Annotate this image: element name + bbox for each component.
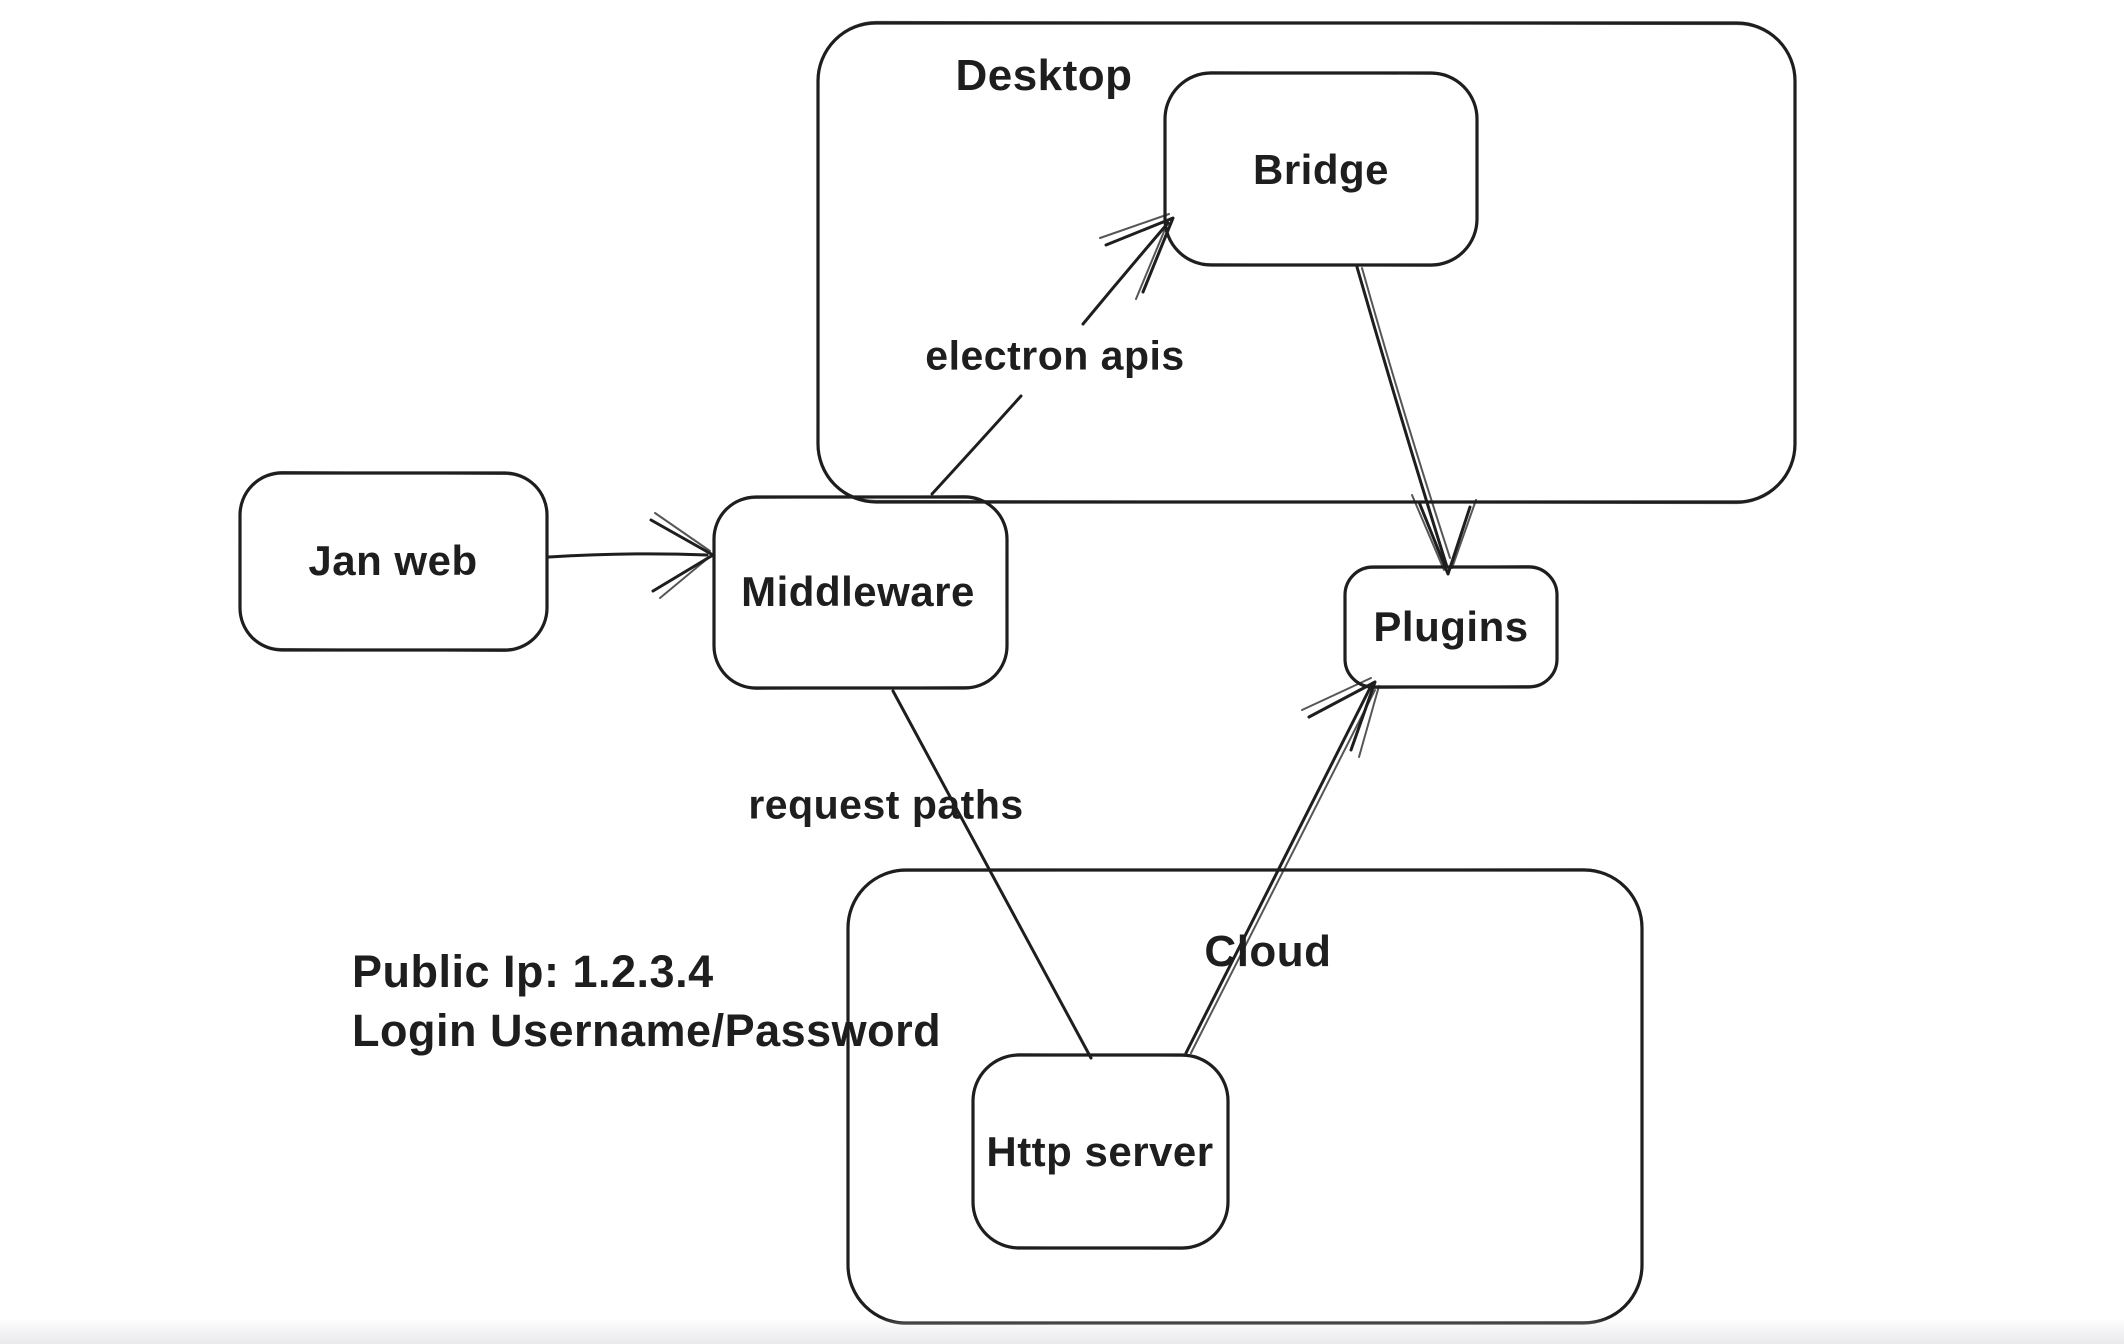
- node-http-server-sketch-stroke: [971, 1053, 1230, 1250]
- node-label-bridge: Bridge: [1252, 146, 1390, 193]
- edge-jan-web-to-middleware-arrowhead: [649, 518, 715, 593]
- node-label-http-server: Http server: [986, 1128, 1214, 1175]
- edge-bridge-to-plugins-line-sketch: [1361, 267, 1451, 559]
- node-jan-web[interactable]: [238, 471, 549, 652]
- node-label-middleware: Middleware: [741, 568, 975, 615]
- edge-middleware-to-bridge-line-lower[interactable]: [930, 394, 1023, 496]
- edge-jan-web-to-middleware-line[interactable]: [547, 552, 709, 559]
- edge-jan-web-to-middleware[interactable]: [547, 512, 715, 599]
- edge-middleware-to-http-server[interactable]: [891, 689, 1093, 1060]
- edge-middleware-to-bridge[interactable]: [930, 213, 1175, 496]
- container-desktop[interactable]: [816, 20, 1797, 505]
- edge-label-electron-apis: electron apis: [925, 332, 1185, 379]
- edge-bridge-to-plugins-line[interactable]: [1355, 265, 1449, 569]
- edge-middleware-to-http-server-line[interactable]: [891, 689, 1093, 1060]
- annotation-line-public-ip: Public Ip: 1.2.3.4: [352, 946, 714, 997]
- container-label-desktop: Desktop: [955, 51, 1133, 100]
- edge-label-request-paths: request paths: [748, 781, 1024, 828]
- node-middleware[interactable]: [712, 495, 1009, 690]
- edge-middleware-to-bridge-arrowhead: [1104, 216, 1175, 294]
- node-jan-web-sketch-stroke: [238, 471, 549, 652]
- edge-middleware-to-bridge-line-upper[interactable]: [1081, 221, 1170, 326]
- edge-bridge-to-plugins-arrowhead: [1417, 500, 1472, 576]
- edge-http-server-to-plugins[interactable]: [1184, 677, 1380, 1055]
- edge-bridge-to-plugins[interactable]: [1355, 265, 1477, 576]
- node-label-jan-web: Jan web: [308, 537, 478, 584]
- node-middleware-sketch-stroke: [712, 495, 1009, 690]
- page-bottom-fade: [0, 1318, 2124, 1344]
- edge-http-server-to-plugins-arrowhead: [1307, 680, 1377, 752]
- node-bridge-sketch-stroke: [1163, 71, 1479, 267]
- node-label-plugins: Plugins: [1373, 603, 1529, 650]
- annotation-public-ip: Public Ip: 1.2.3.4 Login Username/Passwo…: [352, 942, 941, 1060]
- edge-http-server-to-plugins-arrowhead-sketch: [1301, 677, 1380, 758]
- node-http-server[interactable]: [971, 1053, 1230, 1250]
- edge-bridge-to-plugins-arrowhead-sketch: [1411, 494, 1477, 571]
- container-label-cloud: Cloud: [1204, 927, 1332, 976]
- container-desktop-sketch-stroke: [816, 20, 1797, 505]
- edge-jan-web-to-middleware-arrowhead-sketch: [654, 512, 711, 599]
- annotation-line-login: Login Username/Password: [352, 1005, 942, 1056]
- edge-middleware-to-bridge-arrowhead-sketch: [1099, 213, 1170, 300]
- edge-http-server-to-plugins-line[interactable]: [1184, 684, 1373, 1055]
- node-bridge[interactable]: [1163, 71, 1479, 267]
- edge-http-server-to-plugins-line-sketch: [1190, 689, 1376, 1054]
